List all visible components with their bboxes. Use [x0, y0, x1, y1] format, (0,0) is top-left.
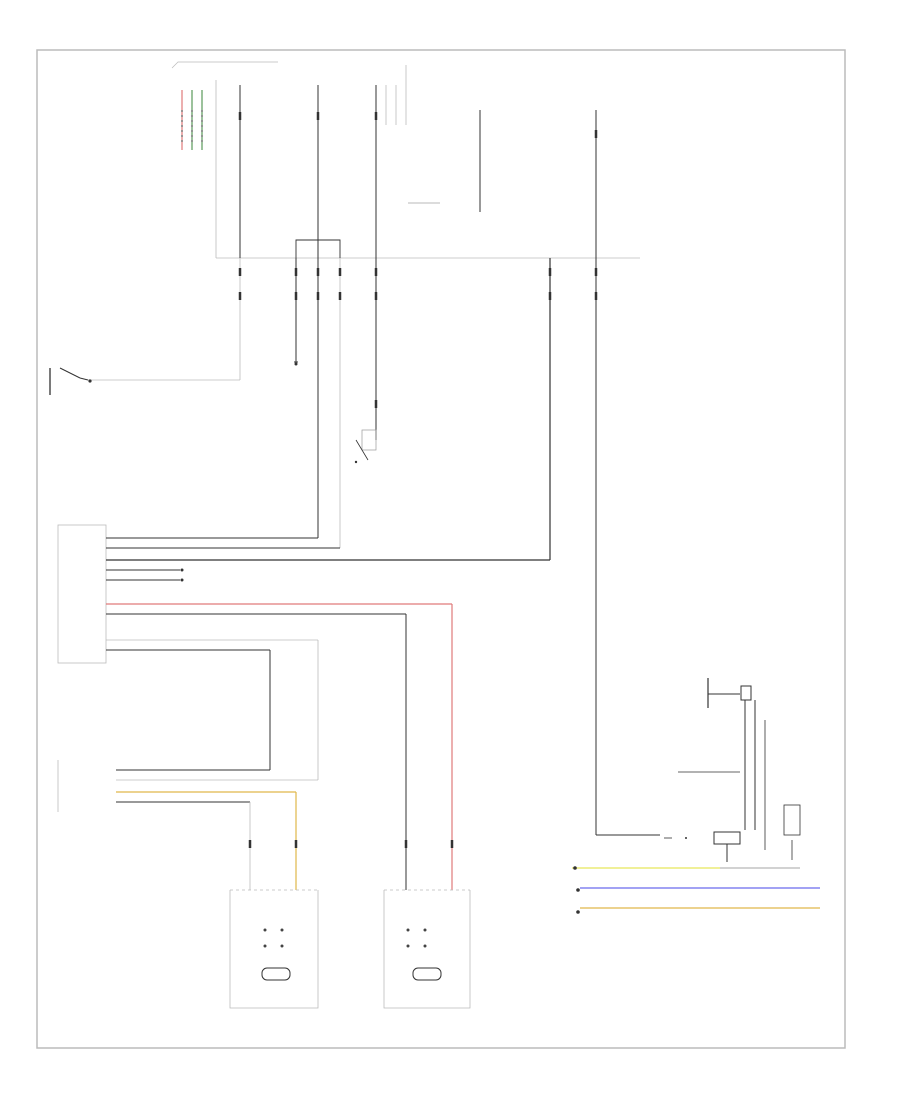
passenger-switch: [354, 429, 377, 464]
top-feeds: [239, 65, 597, 258]
body-ecu-box: [57, 524, 550, 890]
lf-door-switch: [49, 367, 240, 395]
trunk-wires: [239, 258, 597, 835]
rf-buckle-switch: [229, 889, 319, 1009]
connector-marks: [238, 112, 598, 848]
lf-buckle-switch: [383, 889, 471, 1009]
diagram-frame: [36, 49, 846, 1049]
top-left-connector: [171, 61, 640, 259]
combination-meter: [572, 678, 820, 914]
seat-belt-warning-box: [57, 760, 318, 890]
ground-symbol: [294, 361, 298, 366]
